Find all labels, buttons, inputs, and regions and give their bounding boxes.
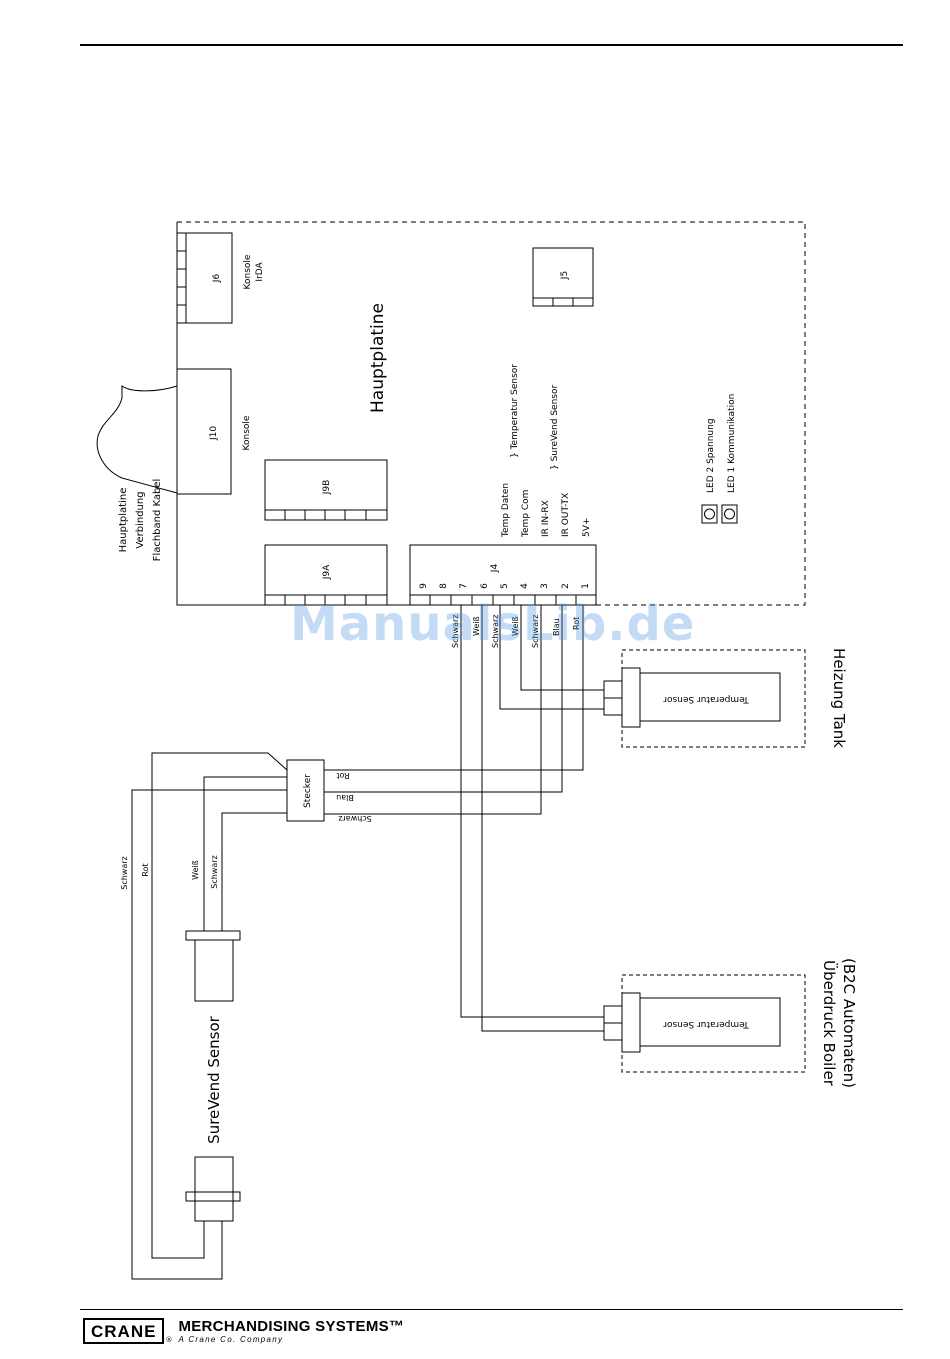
heizung-sensor-label: Temperatur Sensor [663, 694, 750, 704]
j9b-connector [264, 459, 388, 521]
j6-konsole: Konsole [243, 254, 253, 289]
surevend-group-label: } SureVend Sensor [550, 385, 560, 470]
boiler-title-1: Überdruck Boiler [820, 960, 839, 1087]
left-weiss-label: Weiß [191, 860, 200, 880]
wire-left-schwarz2 [221, 812, 287, 931]
j4-pin-num: 7 [459, 583, 469, 589]
wire-left-rot [151, 752, 288, 1259]
left-schwarz-label: Schwarz [120, 856, 129, 889]
stecker-rot: Rot [336, 771, 349, 780]
top-rule [80, 44, 903, 46]
footer-logo: CRANE ® MERCHANDISING SYSTEMS™ A Crane C… [83, 1318, 404, 1350]
j4-pin-label: 5V+ [582, 518, 592, 537]
j10-connector [177, 368, 232, 495]
boiler-sensor-label: Temperatur Sensor [663, 1019, 750, 1029]
crane-logo: CRANE [83, 1318, 165, 1344]
wire-label-pin6: Weiß [472, 616, 481, 636]
boiler-sensor-body [639, 997, 781, 1047]
wire-pin3 [324, 605, 542, 815]
stecker-blau: Blau [336, 793, 354, 802]
j6-connector [185, 232, 233, 324]
cable-label-3: Flachband Kabel [152, 479, 163, 562]
wire-label-pin4: Weiß [511, 616, 520, 636]
wire-pin4 [520, 605, 604, 691]
j4-pin-num: 4 [520, 583, 530, 589]
stecker-connector [286, 759, 325, 822]
j4-label: J4 [490, 564, 500, 574]
j9b-label: J9B [322, 480, 332, 496]
left-rot-label: Rot [141, 863, 150, 876]
j4-pin-num: 6 [480, 583, 490, 589]
wire-pin1 [324, 605, 584, 771]
bottom-rule [80, 1309, 903, 1310]
wire-pin7 [460, 605, 604, 1018]
j4-pin-num: 8 [439, 583, 449, 589]
j5-connector [532, 247, 594, 307]
j4-pin-label: Temp Com [521, 490, 531, 538]
watermark: ManualsLib.de [290, 596, 696, 652]
led2-indicator [701, 504, 718, 524]
wire-label-pin1: Rot [572, 617, 581, 630]
j4-pin-num: 1 [581, 583, 591, 589]
surevend-sensor-lower [194, 1156, 234, 1222]
wire-pin5 [499, 605, 604, 710]
j4-pin-num: 2 [561, 583, 571, 589]
board-outline-dashed [177, 221, 806, 606]
j6-label: J6 [212, 274, 222, 284]
wire-label-pin3: Schwarz [531, 615, 540, 648]
j4-pin-num: 9 [419, 583, 429, 589]
registered-mark: ® [165, 1336, 173, 1344]
j9a-connector [264, 544, 388, 606]
company-tagline: A Crane Co. Company [178, 1335, 284, 1344]
wire-pin2 [324, 605, 563, 793]
wire-label-pin2: Blau [552, 618, 561, 636]
temp-group-label: } Temperatur Sensor [510, 364, 520, 458]
wire-left-weiss [203, 776, 287, 931]
cable-label-2: Verbindung [135, 491, 146, 548]
j6-irda: IrDA [255, 262, 265, 282]
cable-label-1: Hauptplatine [118, 488, 129, 553]
ribbon-cable [96, 385, 178, 494]
board-title: Hauptplatine [368, 303, 388, 413]
led2-label: LED 2 Spannung [706, 418, 716, 493]
stecker-label: Stecker [303, 774, 313, 808]
surevend-sensor-upper [194, 939, 234, 1002]
j5-label: J5 [560, 271, 570, 280]
left-schwarz2-label: Schwarz [210, 855, 219, 888]
heizung-title: Heizung Tank [830, 648, 848, 748]
wire-left-schwarz [131, 789, 287, 1280]
wire-label-pin5: Schwarz [491, 615, 500, 648]
surevend-title: SureVend Sensor [205, 1015, 223, 1143]
boiler-title-2: (B2C Automaten) [840, 958, 858, 1088]
j9a-label: J9A [322, 564, 332, 580]
j4-pin-num: 5 [500, 583, 510, 589]
j4-pin-num: 3 [540, 583, 550, 589]
company-name: MERCHANDISING SYSTEMS™ [178, 1318, 405, 1335]
merch-systems: MERCHANDISING SYSTEMS™ A Crane Co. Compa… [178, 1318, 404, 1344]
j4-pin-label: IR OUT-TX [561, 493, 571, 537]
j4-connector [409, 544, 597, 606]
j4-pin-label: IR IN-RX [541, 500, 551, 537]
led1-indicator [721, 504, 738, 524]
j4-pin-label: Temp Daten [501, 483, 511, 538]
wire-pin6 [481, 605, 604, 1032]
stecker-schwarz: Schwarz [338, 814, 371, 823]
wire-label-pin7: Schwarz [451, 615, 460, 648]
j10-label: J10 [209, 426, 219, 441]
j10-konsole: Konsole [242, 415, 252, 450]
led1-label: LED 1 Kommunikation [727, 394, 737, 493]
